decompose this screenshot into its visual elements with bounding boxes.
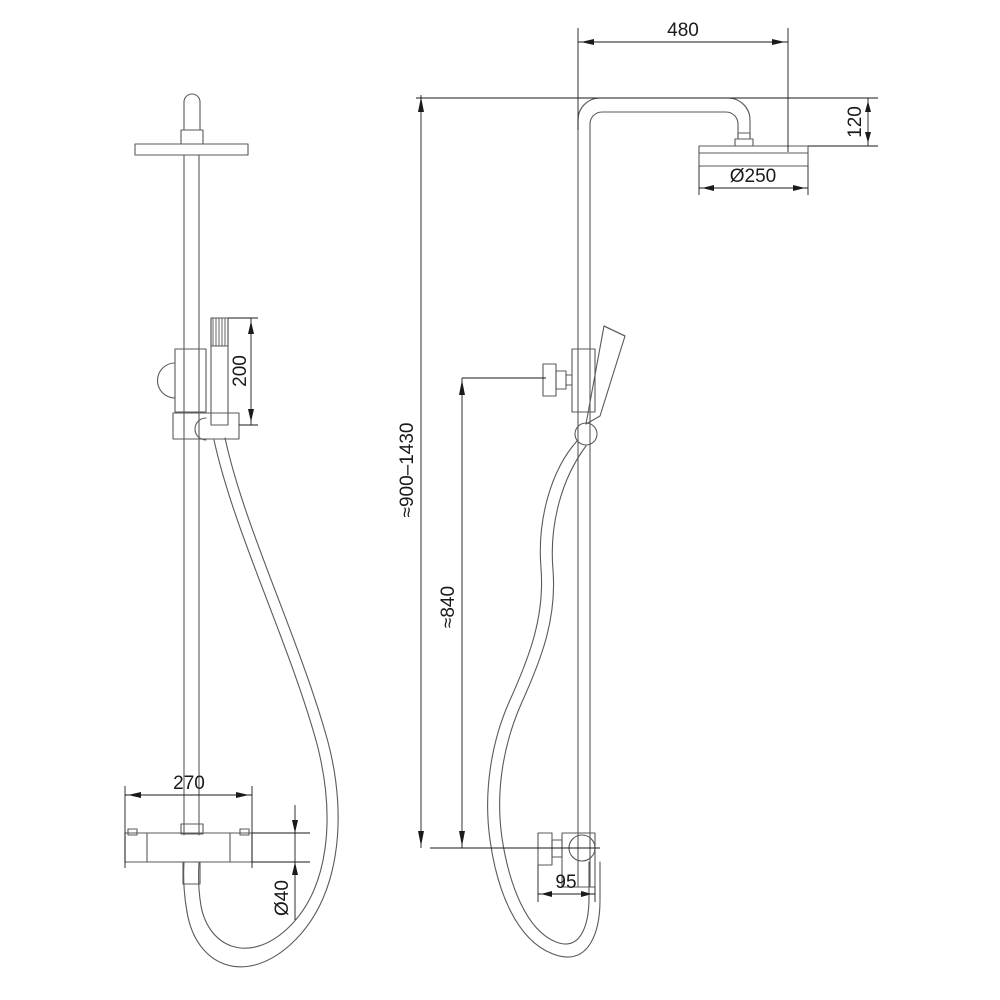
dim-200-arrow-bottom	[248, 409, 254, 422]
side-mixer-wall-plate	[537, 832, 553, 866]
dim-200-label: 200	[230, 355, 251, 387]
front-hose-inner	[197, 439, 328, 949]
front-spout-collar	[180, 129, 204, 145]
dim-120-label: 120	[845, 106, 866, 138]
dim-95-label: 95	[555, 872, 576, 893]
front-riser-socket	[180, 823, 204, 835]
dim-120-arrow-top	[865, 101, 871, 112]
front-shower-head-plate	[134, 143, 249, 156]
side-arm-inner	[589, 111, 739, 863]
dim-120-arrow-bottom	[865, 132, 871, 143]
side-shower-head-disc	[698, 145, 809, 167]
side-view-group	[487, 97, 809, 958]
dim-270-arrow-right	[236, 792, 249, 798]
dim-95-arrow-right	[581, 891, 592, 897]
front-slider-body	[174, 348, 207, 413]
dim-mixer-projection	[537, 865, 596, 902]
front-handset-body	[210, 317, 229, 426]
front-handset-spray-head	[210, 317, 229, 347]
side-hose-elbow-joint	[574, 422, 598, 446]
front-mixer-outlet-stub	[182, 861, 201, 885]
front-handset-holder	[172, 412, 240, 440]
front-hose-outer	[183, 437, 339, 968]
front-mixer-left-handle	[127, 828, 138, 836]
front-slider-knob	[156, 362, 176, 399]
dim-480-arrow-right	[772, 39, 785, 45]
dim-overall-arrow-top	[418, 97, 424, 112]
dim-d250-label: Ø250	[730, 166, 776, 187]
side-slider-body	[571, 348, 596, 413]
side-handset-head-edge	[603, 325, 626, 337]
dim-480-arrow-left	[581, 39, 594, 45]
side-hose-inner	[499, 445, 590, 945]
dim-overall-label: ≈900–1430	[397, 423, 418, 518]
dim-d250-arrow-left	[702, 185, 714, 191]
dim-handset-length	[228, 317, 258, 426]
front-view-group	[124, 93, 339, 968]
front-top-spout	[183, 93, 201, 131]
dim-840-label: ≈840	[438, 586, 459, 628]
front-mixer-right-handle	[239, 828, 250, 836]
dim-95-arrow-left	[541, 891, 552, 897]
dim-d40-arrow-top	[292, 820, 298, 833]
dim-head-diameter	[698, 166, 809, 195]
side-head-collar-upper	[737, 132, 751, 140]
dim-mixer-diameter	[252, 805, 310, 920]
dim-270-arrow-left	[128, 792, 141, 798]
dim-arm-projection	[577, 28, 789, 152]
dim-d40-label: Ø40	[272, 880, 293, 916]
side-mixer-boss	[551, 839, 563, 858]
dim-840-arrow-top	[459, 380, 465, 395]
side-wall-bracket-plate	[542, 363, 557, 397]
side-hose-outer	[487, 440, 601, 958]
dim-840-arrow-bottom	[459, 831, 465, 846]
dim-mixer-width	[124, 786, 253, 868]
side-handset-body	[585, 325, 626, 425]
front-holder-cradle	[194, 417, 207, 441]
dim-d250-arrow-right	[793, 185, 805, 191]
dim-200-arrow-top	[248, 321, 254, 334]
front-handset-hatch	[212, 317, 226, 347]
dim-d40-arrow-bottom	[292, 862, 298, 875]
dim-rail-height	[430, 377, 600, 849]
dim-overall-arrow-bottom	[418, 831, 424, 846]
dim-overall-height	[418, 95, 424, 848]
side-wall-bracket-boss	[555, 370, 567, 390]
front-mixer-bar	[124, 832, 253, 863]
side-head-collar-lower	[734, 138, 754, 147]
dim-270-label: 270	[173, 773, 205, 794]
side-arm-outer	[577, 97, 751, 863]
dim-head-drop	[416, 97, 878, 147]
dim-480-label: 480	[667, 20, 699, 41]
